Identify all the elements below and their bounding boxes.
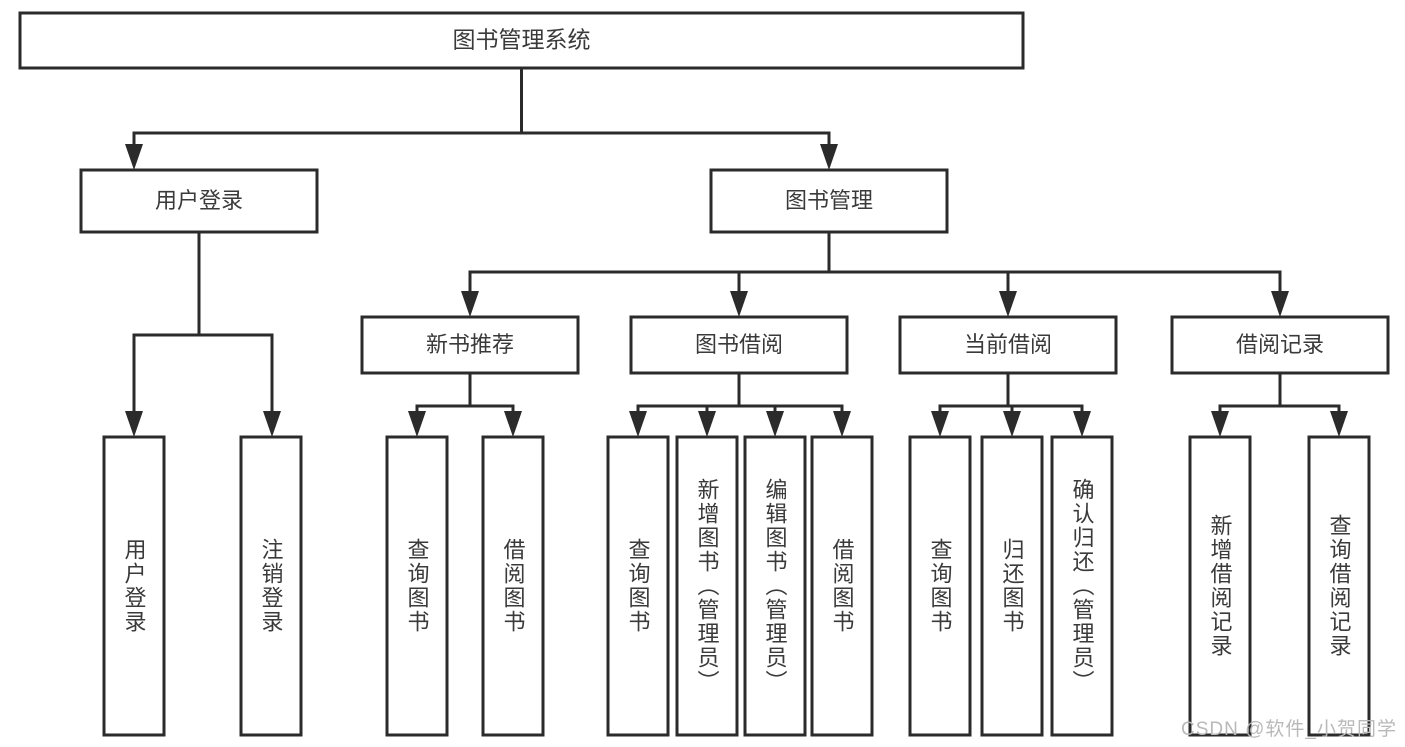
connector-line	[1278, 371, 1341, 429]
arrow-head-icon	[629, 411, 647, 437]
connector-line	[520, 66, 831, 162]
connector-line	[1218, 371, 1282, 429]
leaf-node-7-box[interactable]	[810, 435, 874, 737]
level3-node-2-box[interactable]	[898, 315, 1118, 375]
box-layer	[18, 11, 1390, 737]
leaf-node-0-box[interactable]	[102, 435, 166, 737]
level2-node-1-label: 图书管理	[785, 188, 873, 213]
arrow-head-icon	[820, 144, 838, 170]
arrow-head-icon	[766, 411, 784, 437]
leaf-node-8-box[interactable]	[908, 435, 972, 737]
leaf-node-12-box[interactable]	[1307, 435, 1371, 737]
level2-node-0-label: 用户登录	[155, 188, 243, 213]
connector-line	[737, 371, 844, 429]
arrow-head-icon	[1330, 411, 1348, 437]
leaf-node-5-box[interactable]	[675, 435, 739, 737]
arrow-head-icon	[999, 291, 1017, 317]
level3-node-1-box[interactable]	[629, 315, 849, 375]
arrow-head-icon	[1211, 411, 1229, 437]
root-node-box[interactable]	[18, 11, 1025, 70]
arrow-head-icon	[730, 291, 748, 317]
connector-line	[468, 230, 831, 309]
arrow-head-icon	[263, 411, 281, 437]
arrow-head-icon	[125, 411, 143, 437]
connector-line	[938, 371, 1010, 429]
leaf-node-10-box[interactable]	[1050, 435, 1114, 737]
arrow-head-icon	[408, 411, 426, 437]
connector-line	[132, 230, 201, 429]
connector-line	[827, 230, 1010, 309]
arrow-head-icon	[1271, 291, 1289, 317]
connector-line	[636, 371, 741, 429]
root-node-label: 图书管理系统	[453, 27, 591, 53]
leaf-node-6-box[interactable]	[743, 435, 807, 737]
level3-node-2-label: 当前借阅	[964, 332, 1052, 357]
arrow-head-icon	[504, 411, 522, 437]
connector-line	[827, 230, 1282, 309]
arrow-head-icon	[125, 144, 143, 170]
leaf-node-1-box[interactable]	[239, 435, 303, 737]
level2-node-1-box[interactable]	[709, 168, 949, 234]
arrow-head-icon	[1003, 411, 1021, 437]
arrow-head-icon	[1073, 411, 1091, 437]
arrow-head-icon	[931, 411, 949, 437]
level3-node-1-label: 图书借阅	[695, 332, 783, 357]
connector-line	[468, 371, 515, 429]
connector-line	[197, 230, 274, 429]
connector-line	[415, 371, 472, 429]
leaf-node-9-box[interactable]	[980, 435, 1044, 737]
connector-line	[132, 66, 523, 162]
arrow-head-icon	[698, 411, 716, 437]
arrow-head-icon	[833, 411, 851, 437]
arrow-head-icon	[461, 291, 479, 317]
level3-node-0-box[interactable]	[360, 315, 580, 375]
watermark-text: CSDN @软件_小贺同学	[1181, 719, 1397, 740]
connector-line	[737, 230, 831, 309]
level3-node-3-box[interactable]	[1170, 315, 1390, 375]
level3-node-0-label: 新书推荐	[426, 332, 514, 357]
leaf-node-4-box[interactable]	[606, 435, 670, 737]
leaf-node-11-box[interactable]	[1188, 435, 1252, 737]
leaf-node-2-box[interactable]	[385, 435, 449, 737]
connector-line	[1006, 371, 1084, 429]
arrow-layer	[125, 144, 1348, 437]
level2-node-0-box[interactable]	[79, 168, 319, 234]
level3-node-3-label: 借阅记录	[1236, 332, 1324, 357]
leaf-node-3-box[interactable]	[481, 435, 545, 737]
